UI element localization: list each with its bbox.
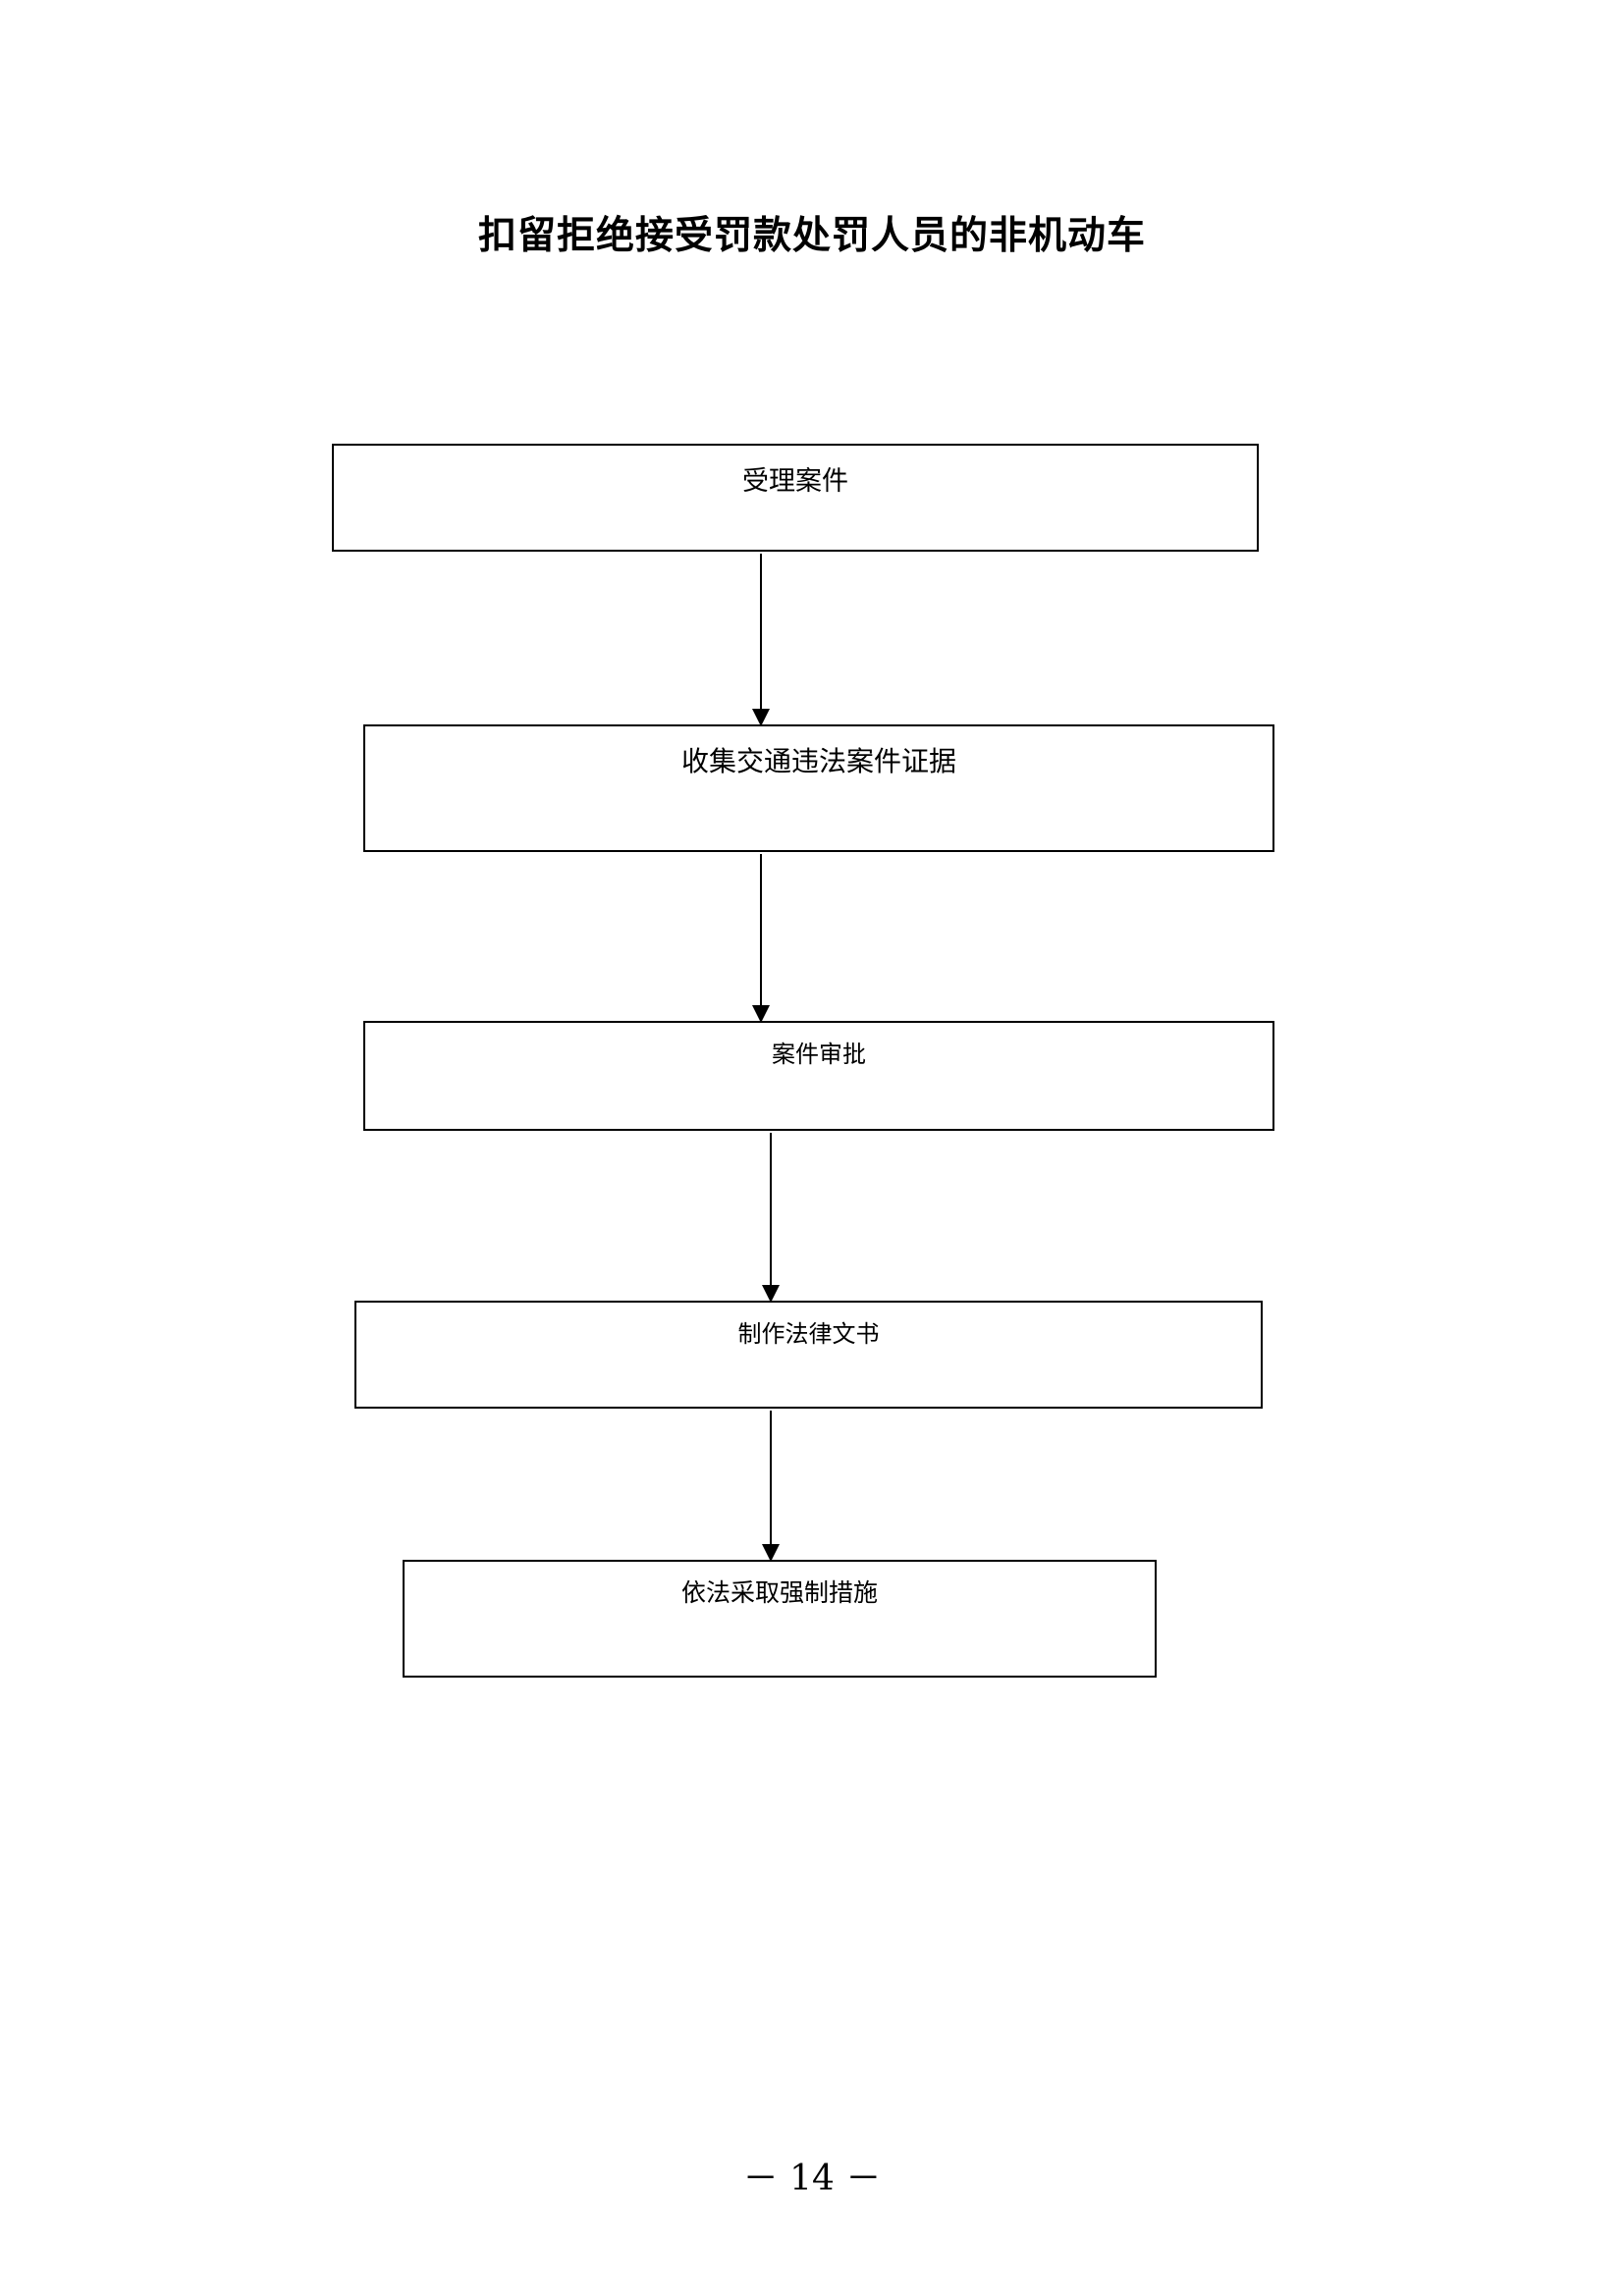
step-label: 案件审批 <box>772 1041 866 1068</box>
step-box-enforcement-measures: 依法采取强制措施 <box>403 1560 1157 1678</box>
step-box-case-approval: 案件审批 <box>363 1021 1274 1131</box>
step-box-legal-documents: 制作法律文书 <box>354 1301 1263 1409</box>
arrow-4-to-5 <box>762 1411 780 1562</box>
step-label: 受理案件 <box>742 466 848 497</box>
arrow-1-to-2 <box>752 554 770 726</box>
page-title: 扣留拒绝接受罚款处罚人员的非机动车 <box>477 213 1146 258</box>
arrow-3-to-4 <box>762 1133 780 1303</box>
arrow-2-to-3 <box>752 854 770 1023</box>
page-number: － 14 － <box>742 2159 882 2199</box>
step-label: 制作法律文书 <box>737 1320 880 1348</box>
step-box-collect-evidence: 收集交通违法案件证据 <box>363 724 1274 852</box>
step-box-accept-case: 受理案件 <box>332 444 1259 552</box>
step-label: 依法采取强制措施 <box>680 1578 878 1607</box>
step-label: 收集交通违法案件证据 <box>680 745 956 777</box>
